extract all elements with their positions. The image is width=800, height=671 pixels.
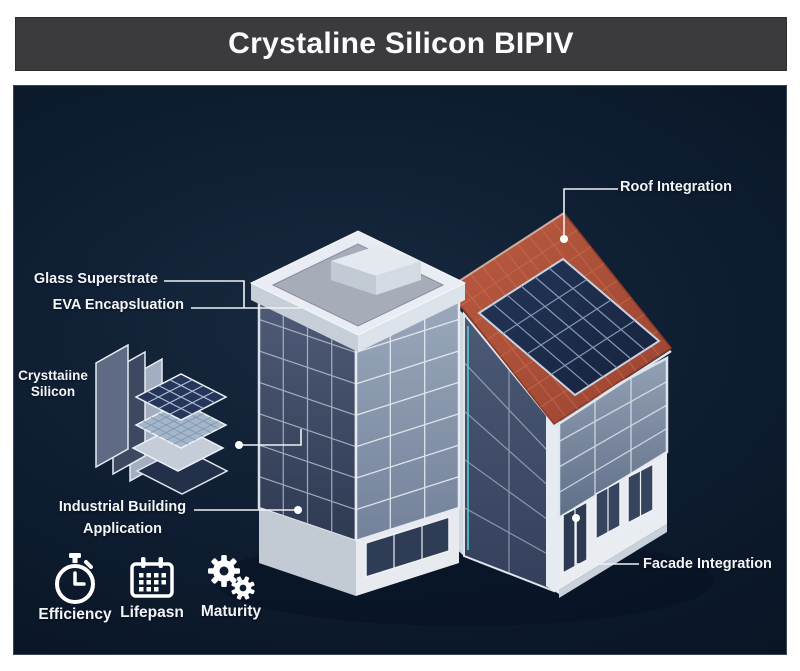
solar-array bbox=[477, 257, 661, 397]
gears-icon bbox=[208, 555, 255, 600]
feature-label: Lifepasn bbox=[120, 604, 184, 621]
calendar-icon bbox=[130, 557, 174, 598]
feature-label: Maturity bbox=[200, 603, 262, 620]
title-bar: Crystaline Silicon BIPIV bbox=[15, 17, 787, 71]
facade-window bbox=[595, 479, 621, 541]
callout-crystalline-silicon: Crysttaiine Silicon bbox=[18, 368, 88, 399]
feature-maturity: Maturity bbox=[186, 553, 276, 621]
facade-window bbox=[627, 462, 654, 525]
bipv-illustration bbox=[95, 188, 714, 626]
feature-label: Efficiency bbox=[38, 606, 112, 623]
right-building bbox=[444, 211, 673, 598]
slab-mid bbox=[95, 343, 129, 469]
glass-connector bbox=[164, 280, 245, 308]
feature-efficiency: Efficiency bbox=[30, 553, 120, 624]
callout-facade-integration: Facade Integration bbox=[643, 556, 772, 572]
connector-dots bbox=[235, 235, 580, 522]
callout-industrial-building: Industrial Building Application bbox=[58, 499, 187, 537]
panel-layer-stack bbox=[95, 343, 229, 495]
industrial-dot bbox=[294, 506, 302, 514]
callout-roof-integration: Roof Integration bbox=[620, 179, 732, 195]
facade-connector bbox=[575, 518, 639, 565]
roof-dot bbox=[560, 235, 568, 243]
left-tower bbox=[249, 230, 467, 596]
roof-connector bbox=[563, 188, 618, 238]
layer-solar-cells bbox=[134, 373, 228, 421]
callout-eva-encapsulation: EVA Encapsluation bbox=[52, 297, 184, 313]
stopwatch-icon bbox=[55, 553, 95, 604]
base-window-band bbox=[365, 515, 450, 579]
layer-encapsulant bbox=[134, 401, 228, 449]
facade-dot bbox=[572, 514, 580, 522]
page-title: Crystaline Silicon BIPIV bbox=[228, 27, 574, 60]
callout-glass-superstrate: Glass Superstrate bbox=[33, 271, 158, 287]
rooftop-unit bbox=[331, 246, 421, 295]
connector-lines bbox=[164, 188, 639, 565]
stack-connector bbox=[239, 429, 302, 446]
facade-door bbox=[562, 500, 588, 575]
stack-dot bbox=[235, 441, 243, 449]
feature-lifespan: Lifepasn bbox=[107, 557, 197, 622]
